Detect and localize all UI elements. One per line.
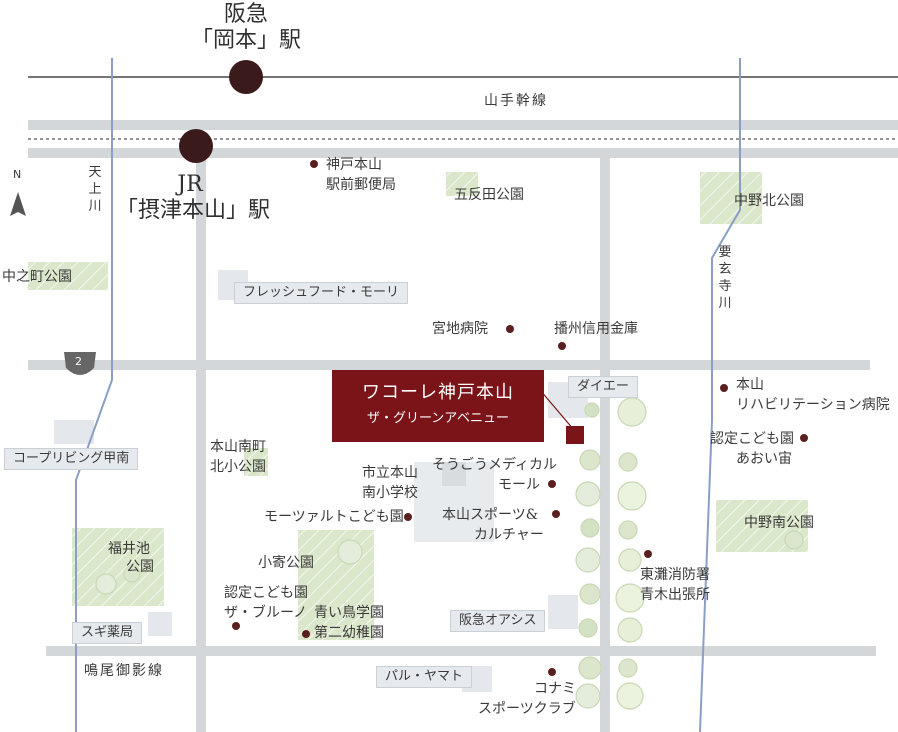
konami-dot	[548, 668, 556, 676]
konami-line2: スポーツクラブ	[478, 701, 576, 717]
jr-settsu-motoyama-station-marker	[179, 129, 213, 163]
aoi-kindergarten-line2: あおい宙	[736, 451, 792, 467]
naruo-road-label: 鳴尾御影線	[84, 663, 164, 679]
park-nakanocho: 中之町公園	[2, 269, 72, 285]
park-fukuike-line1: 福井池	[108, 541, 150, 557]
yamate-road-label: 山手幹線	[484, 93, 548, 109]
fire-station-line1: 東灘消防署	[640, 567, 710, 583]
park-gotanda: 五反田公園	[454, 187, 524, 203]
post-office-dot	[310, 160, 318, 168]
tenjo-river-label: 天上川	[88, 165, 102, 214]
aoi-kindergarten-dot	[800, 434, 808, 442]
store-oasis: 阪急オアシス	[450, 610, 546, 632]
bruno-kindergarten-line2: ザ・ブルーノ	[224, 605, 308, 621]
sports-culture-line2: カルチャー	[474, 527, 544, 543]
rehab-hospital-dot	[720, 384, 728, 392]
park-nakano-minami: 中野南公園	[744, 515, 814, 531]
jr-station-label-line1: JR	[177, 172, 203, 197]
store-daiei: ダイエー	[568, 376, 638, 398]
north-arrow-icon	[10, 192, 26, 216]
aoitori-kindergarten-line2: 第二幼稚園	[314, 625, 384, 641]
park-koyose: 小寄公園	[258, 555, 314, 571]
rehab-hospital-line2: リハビリテーション病院	[736, 397, 890, 413]
park-motoyama-minami-line1: 本山南町	[210, 439, 266, 455]
property-leader-line	[539, 389, 575, 431]
tenjo-river	[75, 58, 113, 732]
store-sugi: スギ薬局	[72, 622, 143, 644]
miyaji-hospital: 宮地病院	[432, 321, 488, 337]
miyaji-hospital-dot	[506, 325, 514, 333]
sogo-medical-line1: そうごうメディカル	[432, 457, 558, 473]
sports-culture-line1: 本山スポーツ&	[442, 507, 539, 523]
hankyu-okamoto-station-marker	[229, 60, 263, 94]
bruno-kindergarten-line1: 認定こども園	[224, 585, 308, 601]
mozart-kindergarten: モーツァルトこども園	[264, 509, 404, 525]
sogo-medical-line2: モール	[498, 477, 540, 493]
park-fukuike-line2: 公園	[126, 559, 154, 575]
fire-station-line2: 青木出張所	[640, 587, 710, 603]
banshu-bank: 播州信用金庫	[554, 321, 638, 337]
aoitori-kindergarten-line1: 青い鳥学園	[314, 605, 384, 621]
property-subtitle: ザ・グリーンアベニュー	[366, 411, 510, 426]
park-motoyama-minami-line2: 北小公園	[210, 459, 266, 475]
mozart-kindergarten-dot	[404, 513, 412, 521]
fire-station-dot	[644, 550, 652, 558]
banshu-bank-dot	[558, 342, 566, 350]
property-name: ワコーレ神戸本山	[362, 382, 514, 403]
route-number: 2	[75, 355, 82, 368]
post-office-line1: 神戸本山	[326, 157, 382, 173]
store-coop: コープリビング甲南	[4, 448, 139, 470]
store-fresh-food: フレッシュフード・モーリ	[234, 282, 409, 304]
roads	[28, 120, 898, 732]
aoi-kindergarten-line1: 認定こども園	[710, 431, 794, 447]
park-nakano-kita: 中野北公園	[734, 193, 804, 209]
route-2-shield	[64, 352, 96, 375]
street-trees	[95, 397, 804, 710]
property-label-box: ワコーレ神戸本山 ザ・グリーンアベニュー	[332, 370, 544, 442]
store-pal-yamato: パル・ヤマト	[376, 666, 473, 688]
school-line2: 南小学校	[362, 485, 418, 501]
sports-culture-dot	[552, 510, 560, 518]
jr-station-label-line2: 「摂津本山」駅	[116, 198, 271, 223]
yogenji-river-label: 要玄寺川	[718, 245, 732, 311]
post-office-line2: 駅前郵便局	[326, 177, 396, 193]
bruno-kindergarten-dot	[232, 622, 240, 630]
hankyu-station-label-line1: 阪急	[223, 2, 268, 27]
aoitori-kindergarten-dot	[302, 630, 310, 638]
yogenji-river	[699, 58, 741, 732]
konami-line1: コナミ	[534, 681, 576, 697]
property-marker	[566, 426, 584, 444]
hankyu-station-label-line2: 「岡本」駅	[190, 28, 301, 53]
school-line1: 市立本山	[362, 465, 418, 481]
north-label: N	[13, 168, 22, 181]
rehab-hospital-line1: 本山	[736, 377, 764, 393]
sogo-medical-dot	[548, 480, 556, 488]
